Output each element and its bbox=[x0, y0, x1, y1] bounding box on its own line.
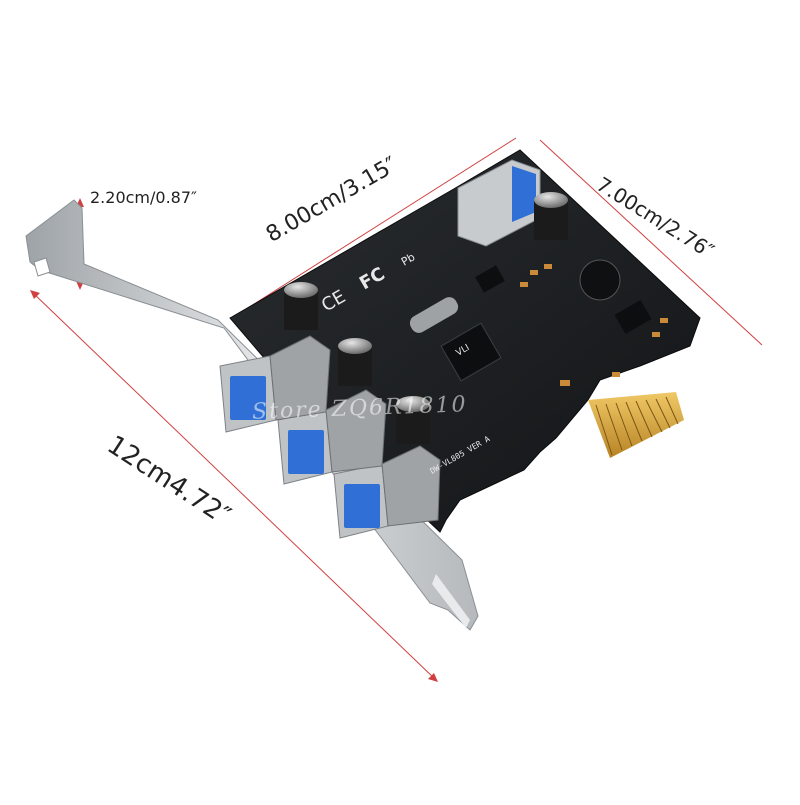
depth-dim-line bbox=[539, 139, 763, 346]
capacitors bbox=[284, 192, 568, 444]
pcie-gold-contacts bbox=[588, 392, 684, 458]
usb-port-1 bbox=[219, 355, 277, 433]
width-dim-line bbox=[231, 137, 517, 319]
bracket-height-label: 2.20cm/0.87″ bbox=[90, 188, 197, 207]
usb-port-2 bbox=[277, 409, 333, 485]
components bbox=[409, 259, 668, 386]
length-dim-line bbox=[31, 291, 437, 681]
usb-port-3 bbox=[333, 463, 389, 539]
metal-bracket bbox=[25, 199, 479, 631]
pb-mark: Pb bbox=[399, 251, 417, 269]
port-shields bbox=[269, 335, 441, 527]
internal-usb-port bbox=[457, 159, 541, 247]
